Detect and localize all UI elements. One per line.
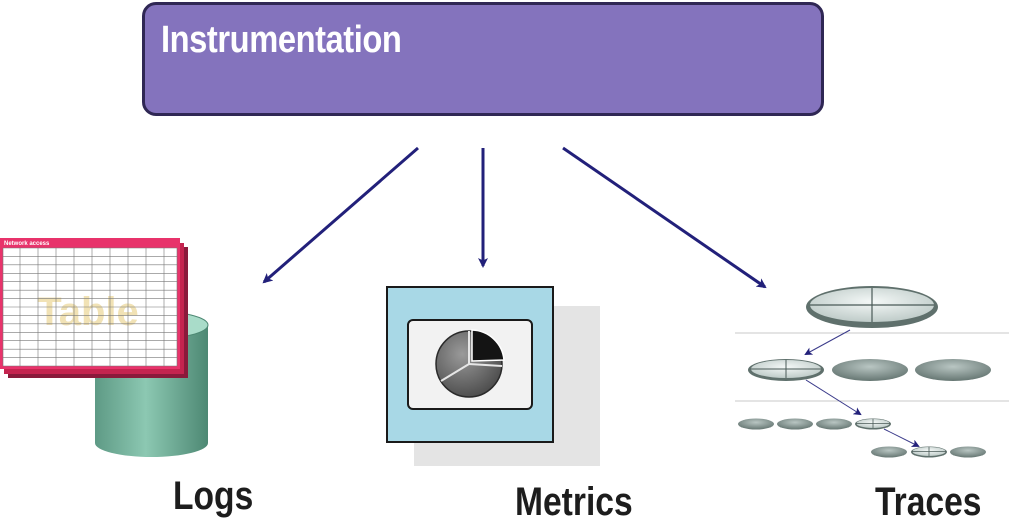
table-watermark: Table <box>37 290 139 334</box>
pie-chart-icon <box>435 329 505 398</box>
arrow-to-traces <box>562 146 767 289</box>
child-spans-level-2 <box>738 418 891 430</box>
traces-span-diagram <box>735 286 1009 458</box>
child-spans-level-1 <box>748 359 991 381</box>
logs-label: Logs <box>173 474 254 518</box>
banner-title: Instrumentation <box>161 19 402 61</box>
log-table-icon: Table Network access <box>0 238 188 378</box>
arrow-to-logs <box>262 146 419 284</box>
metrics-monitor-icon <box>386 286 600 466</box>
instrumentation-banner: Instrumentation <box>142 2 824 116</box>
root-span <box>806 286 938 328</box>
child-spans-level-3 <box>871 446 986 458</box>
table-grid <box>2 247 178 367</box>
table-header: Network access <box>4 241 50 247</box>
traces-label: Traces <box>875 480 982 524</box>
metrics-label: Metrics <box>515 480 633 524</box>
